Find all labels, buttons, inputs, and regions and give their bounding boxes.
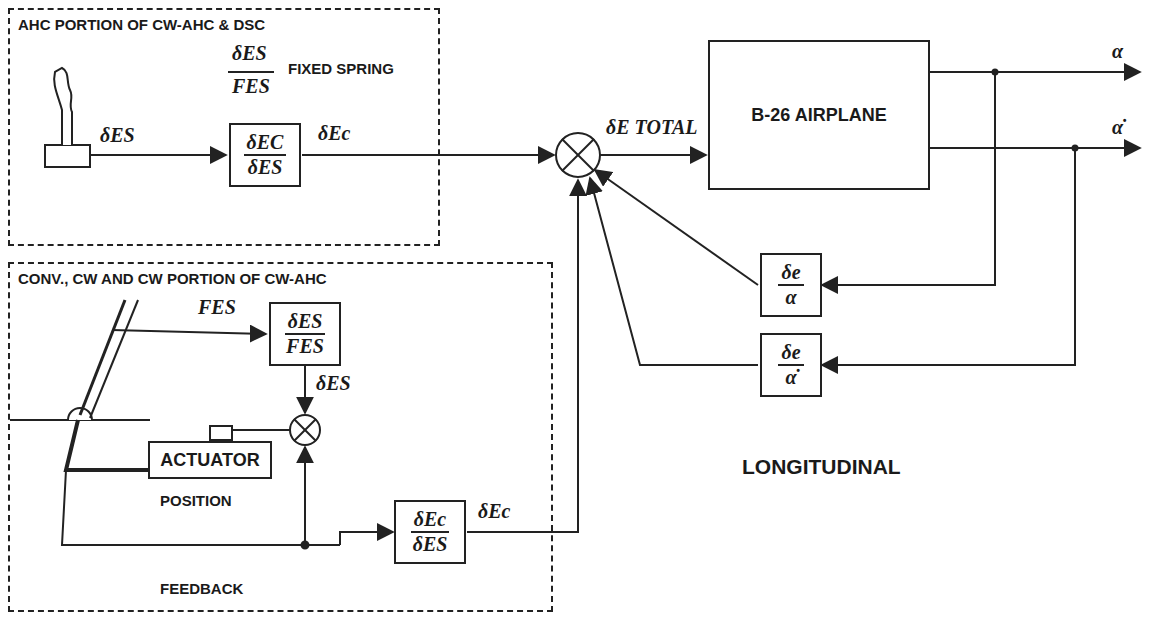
actuator-box: ACTUATOR	[148, 441, 271, 479]
fraction-numerator: δe	[778, 261, 803, 286]
signal-name: δEc	[318, 122, 350, 145]
transfer-box: δEcδES	[394, 500, 466, 564]
signal-name: α̇	[1112, 116, 1123, 139]
dashed-group: AHC PORTION OF CW-AHC & DSCδECδES	[8, 8, 440, 246]
fraction-numerator: δEC	[244, 131, 287, 156]
signal-name: FES	[232, 75, 270, 98]
dashed-group: CONV., CW AND CW PORTION OF CW-AHCδESFES…	[8, 262, 553, 612]
airplane-box: B-26 AIRPLANE	[708, 40, 930, 190]
feedback-gain-box: δeα̇	[760, 333, 822, 397]
transfer-box: δESFES	[269, 302, 341, 366]
box-label: ACTUATOR	[160, 450, 259, 471]
transfer-box: δECδES	[229, 123, 301, 187]
signal-name: δEc	[478, 500, 510, 523]
fraction-denominator: FES	[286, 335, 324, 358]
fraction-numerator: δES	[285, 310, 326, 335]
signal-name: δES	[100, 124, 135, 147]
fraction-denominator: δES	[413, 533, 448, 556]
note-text: POSITION	[160, 492, 232, 509]
fraction-numerator: δe	[778, 341, 803, 366]
box-label: B-26 AIRPLANE	[751, 105, 886, 126]
fraction-denominator: α̇	[785, 366, 796, 389]
signal-name: δE TOTAL	[606, 116, 698, 139]
diagram-label: LONGITUDINAL	[742, 455, 901, 479]
group-heading: CONV., CW AND CW PORTION OF CW-AHC	[18, 270, 327, 287]
signal-name: FES	[198, 296, 236, 319]
note-text: FEEDBACK	[160, 580, 243, 597]
feedback-gain-box: δeα	[760, 253, 822, 317]
fraction-denominator: α	[785, 286, 796, 309]
signal-name: δES	[316, 372, 351, 395]
group-heading: AHC PORTION OF CW-AHC & DSC	[18, 16, 265, 33]
signal-name: α	[1112, 40, 1123, 63]
fraction-denominator: δES	[248, 156, 283, 179]
signal-name: δES	[232, 42, 267, 65]
note-text: FIXED SPRING	[288, 60, 394, 77]
fraction-numerator: δEc	[411, 508, 449, 533]
